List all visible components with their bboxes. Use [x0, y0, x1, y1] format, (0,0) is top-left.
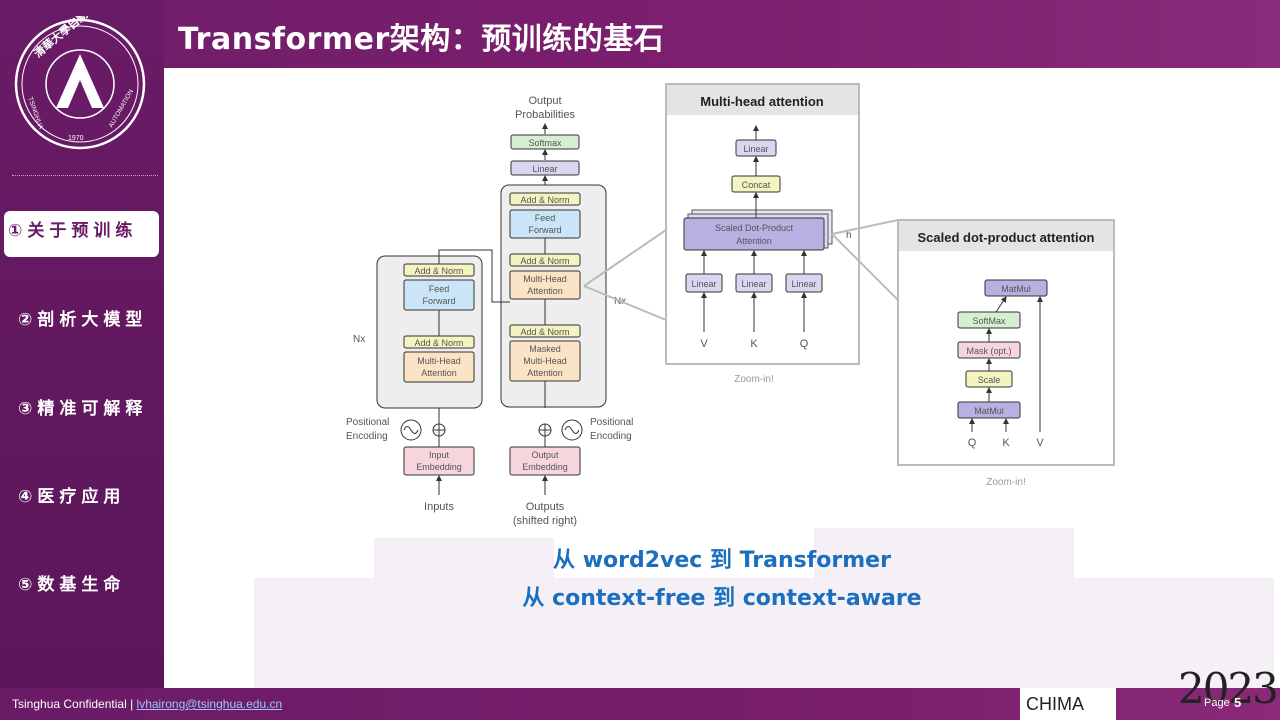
title-bar: Transformer架构：预训练的基石 — [0, 0, 1280, 68]
decoder-addnorm-3: Add & Norm — [520, 195, 569, 205]
output-embedding-label-2: Embedding — [522, 462, 568, 472]
encoder-ff-label-1: Feed — [429, 284, 450, 294]
mha-h-label: h — [846, 230, 852, 241]
sidebar-item-label: ③精准可解释 — [18, 399, 148, 419]
sidebar: 清華大學自動化系 TSINGHUA AUTOMATION 1970 ①关于预训练… — [0, 0, 164, 720]
linear-label: Linear — [532, 164, 557, 174]
sdpa-input-k: K — [1002, 437, 1010, 449]
mha-input-k: K — [750, 338, 758, 350]
mha-input-q: Q — [800, 338, 809, 350]
inputs-label: Inputs — [424, 501, 454, 513]
output-prob-label-2: Probabilities — [515, 109, 575, 121]
mha-concat-label: Concat — [742, 180, 771, 190]
input-embedding-label-2: Embedding — [416, 462, 462, 472]
outputs-label-2: (shifted right) — [513, 515, 577, 527]
encoder-mha-label-1: Multi-Head — [417, 356, 461, 366]
slide-title: Transformer架构：预训练的基石 — [178, 22, 665, 57]
scaled-dot-product-panel: Scaled dot-product attention MatMul Soft… — [897, 219, 1115, 488]
encoder-block — [376, 255, 483, 409]
encoder-pe-label-1: Positional — [346, 417, 389, 428]
transformer-architecture: Output Probabilities Softmax Linear Add … — [346, 95, 633, 527]
sdpa-input-q: Q — [968, 437, 977, 449]
logo-left-text: TSINGHUA — [26, 96, 44, 131]
email-link[interactable]: lvhairong@tsinghua.edu.cn — [136, 697, 283, 711]
decoder-mha-label-1: Multi-Head — [523, 274, 567, 284]
mha-title: Multi-head attention — [700, 94, 824, 109]
sidebar-item-digital-life[interactable]: ⑤数基生命 — [18, 575, 148, 595]
decoder-masked-label-1: Masked — [529, 344, 561, 354]
encoder-pe-label-2: Encoding — [346, 431, 388, 442]
sidebar-divider — [12, 175, 158, 176]
decoder-masked-label-3: Attention — [527, 368, 563, 378]
outputs-label-1: Outputs — [526, 501, 565, 513]
sdpa-zoom-label: Zoom-in! — [986, 477, 1025, 488]
chima-box — [1020, 688, 1116, 720]
caption-line-2: 从 context-free 到 context-aware — [522, 586, 922, 611]
transformer-diagram: Output Probabilities Softmax Linear Add … — [346, 83, 1115, 527]
input-embedding-label-1: Input — [429, 450, 450, 460]
encoder-addnorm-2: Add & Norm — [414, 266, 463, 276]
sdpa-matmul-bottom: MatMul — [974, 406, 1004, 416]
mha-linear-v: Linear — [691, 279, 716, 289]
mha-sdpa-label-2: Attention — [736, 236, 772, 246]
decoder-ff-label-2: Forward — [528, 225, 561, 235]
decoder-ff-label-1: Feed — [535, 213, 556, 223]
caption-line-1: 从 word2vec 到 Transformer — [553, 548, 891, 573]
sdpa-title: Scaled dot-product attention — [918, 230, 1095, 245]
output-embedding-label-1: Output — [531, 450, 559, 460]
decoder-addnorm-1: Add & Norm — [520, 327, 569, 337]
decoder-mha-label-2: Attention — [527, 286, 563, 296]
decoder-pe-label-1: Positional — [590, 417, 633, 428]
encoder-mha-label-2: Attention — [421, 368, 457, 378]
mha-zoom-label: Zoom-in! — [734, 374, 773, 385]
decoder-addnorm-2: Add & Norm — [520, 256, 569, 266]
sdpa-softmax: SoftMax — [972, 316, 1006, 326]
sdpa-input-v: V — [1036, 437, 1044, 449]
mha-linear-k: Linear — [741, 279, 766, 289]
decoder-masked-label-2: Multi-Head — [523, 356, 567, 366]
footer-separator: | — [126, 697, 137, 711]
multi-head-attention-panel: Multi-head attention Linear Concat Scale… — [665, 83, 860, 385]
year-label: 2023 — [1178, 664, 1279, 713]
sidebar-item-medical[interactable]: ④医疗应用 — [18, 487, 148, 507]
encoder-addnorm-1: Add & Norm — [414, 338, 463, 348]
sdpa-matmul-top: MatMul — [1001, 284, 1031, 294]
sdpa-mask: Mask (opt.) — [966, 346, 1011, 356]
sdpa-scale: Scale — [978, 375, 1001, 385]
encoder-nx-label: Nx — [353, 334, 365, 345]
tsinghua-automation-logo: 清華大學自動化系 TSINGHUA AUTOMATION 1970 — [14, 16, 146, 150]
softmax-label: Softmax — [528, 138, 562, 148]
sidebar-item-interpretable[interactable]: ③精准可解释 — [18, 399, 148, 419]
mha-linear-q: Linear — [791, 279, 816, 289]
confidential-label: Tsinghua Confidential — [12, 697, 127, 711]
footer-left: Tsinghua Confidential | lvhairong@tsingh… — [12, 697, 282, 711]
encoder-ff-label-2: Forward — [422, 296, 455, 306]
mha-input-v: V — [700, 338, 708, 350]
logo-year: 1970 — [68, 135, 84, 142]
sidebar-item-label: ②剖析大模型 — [18, 310, 148, 330]
building-watermark — [254, 528, 1274, 688]
mha-sdpa-label-1: Scaled Dot-Product — [715, 223, 794, 233]
sidebar-item-pretraining[interactable]: ①关于预训练 — [4, 211, 159, 257]
sidebar-item-label: ④医疗应用 — [18, 487, 126, 507]
chima-brand: CHIMA — [1026, 694, 1084, 714]
page-label: Page — [1204, 697, 1230, 709]
page-number: 5 — [1234, 695, 1242, 710]
sidebar-item-label: ①关于预训练 — [8, 221, 138, 241]
decoder-pe-label-2: Encoding — [590, 431, 632, 442]
content-area: Output Probabilities Softmax Linear Add … — [164, 68, 1280, 688]
mha-linear-label: Linear — [743, 144, 768, 154]
sidebar-item-label: ⑤数基生命 — [18, 575, 126, 595]
sidebar-item-large-model[interactable]: ②剖析大模型 — [18, 310, 148, 330]
output-prob-label-1: Output — [528, 95, 561, 107]
